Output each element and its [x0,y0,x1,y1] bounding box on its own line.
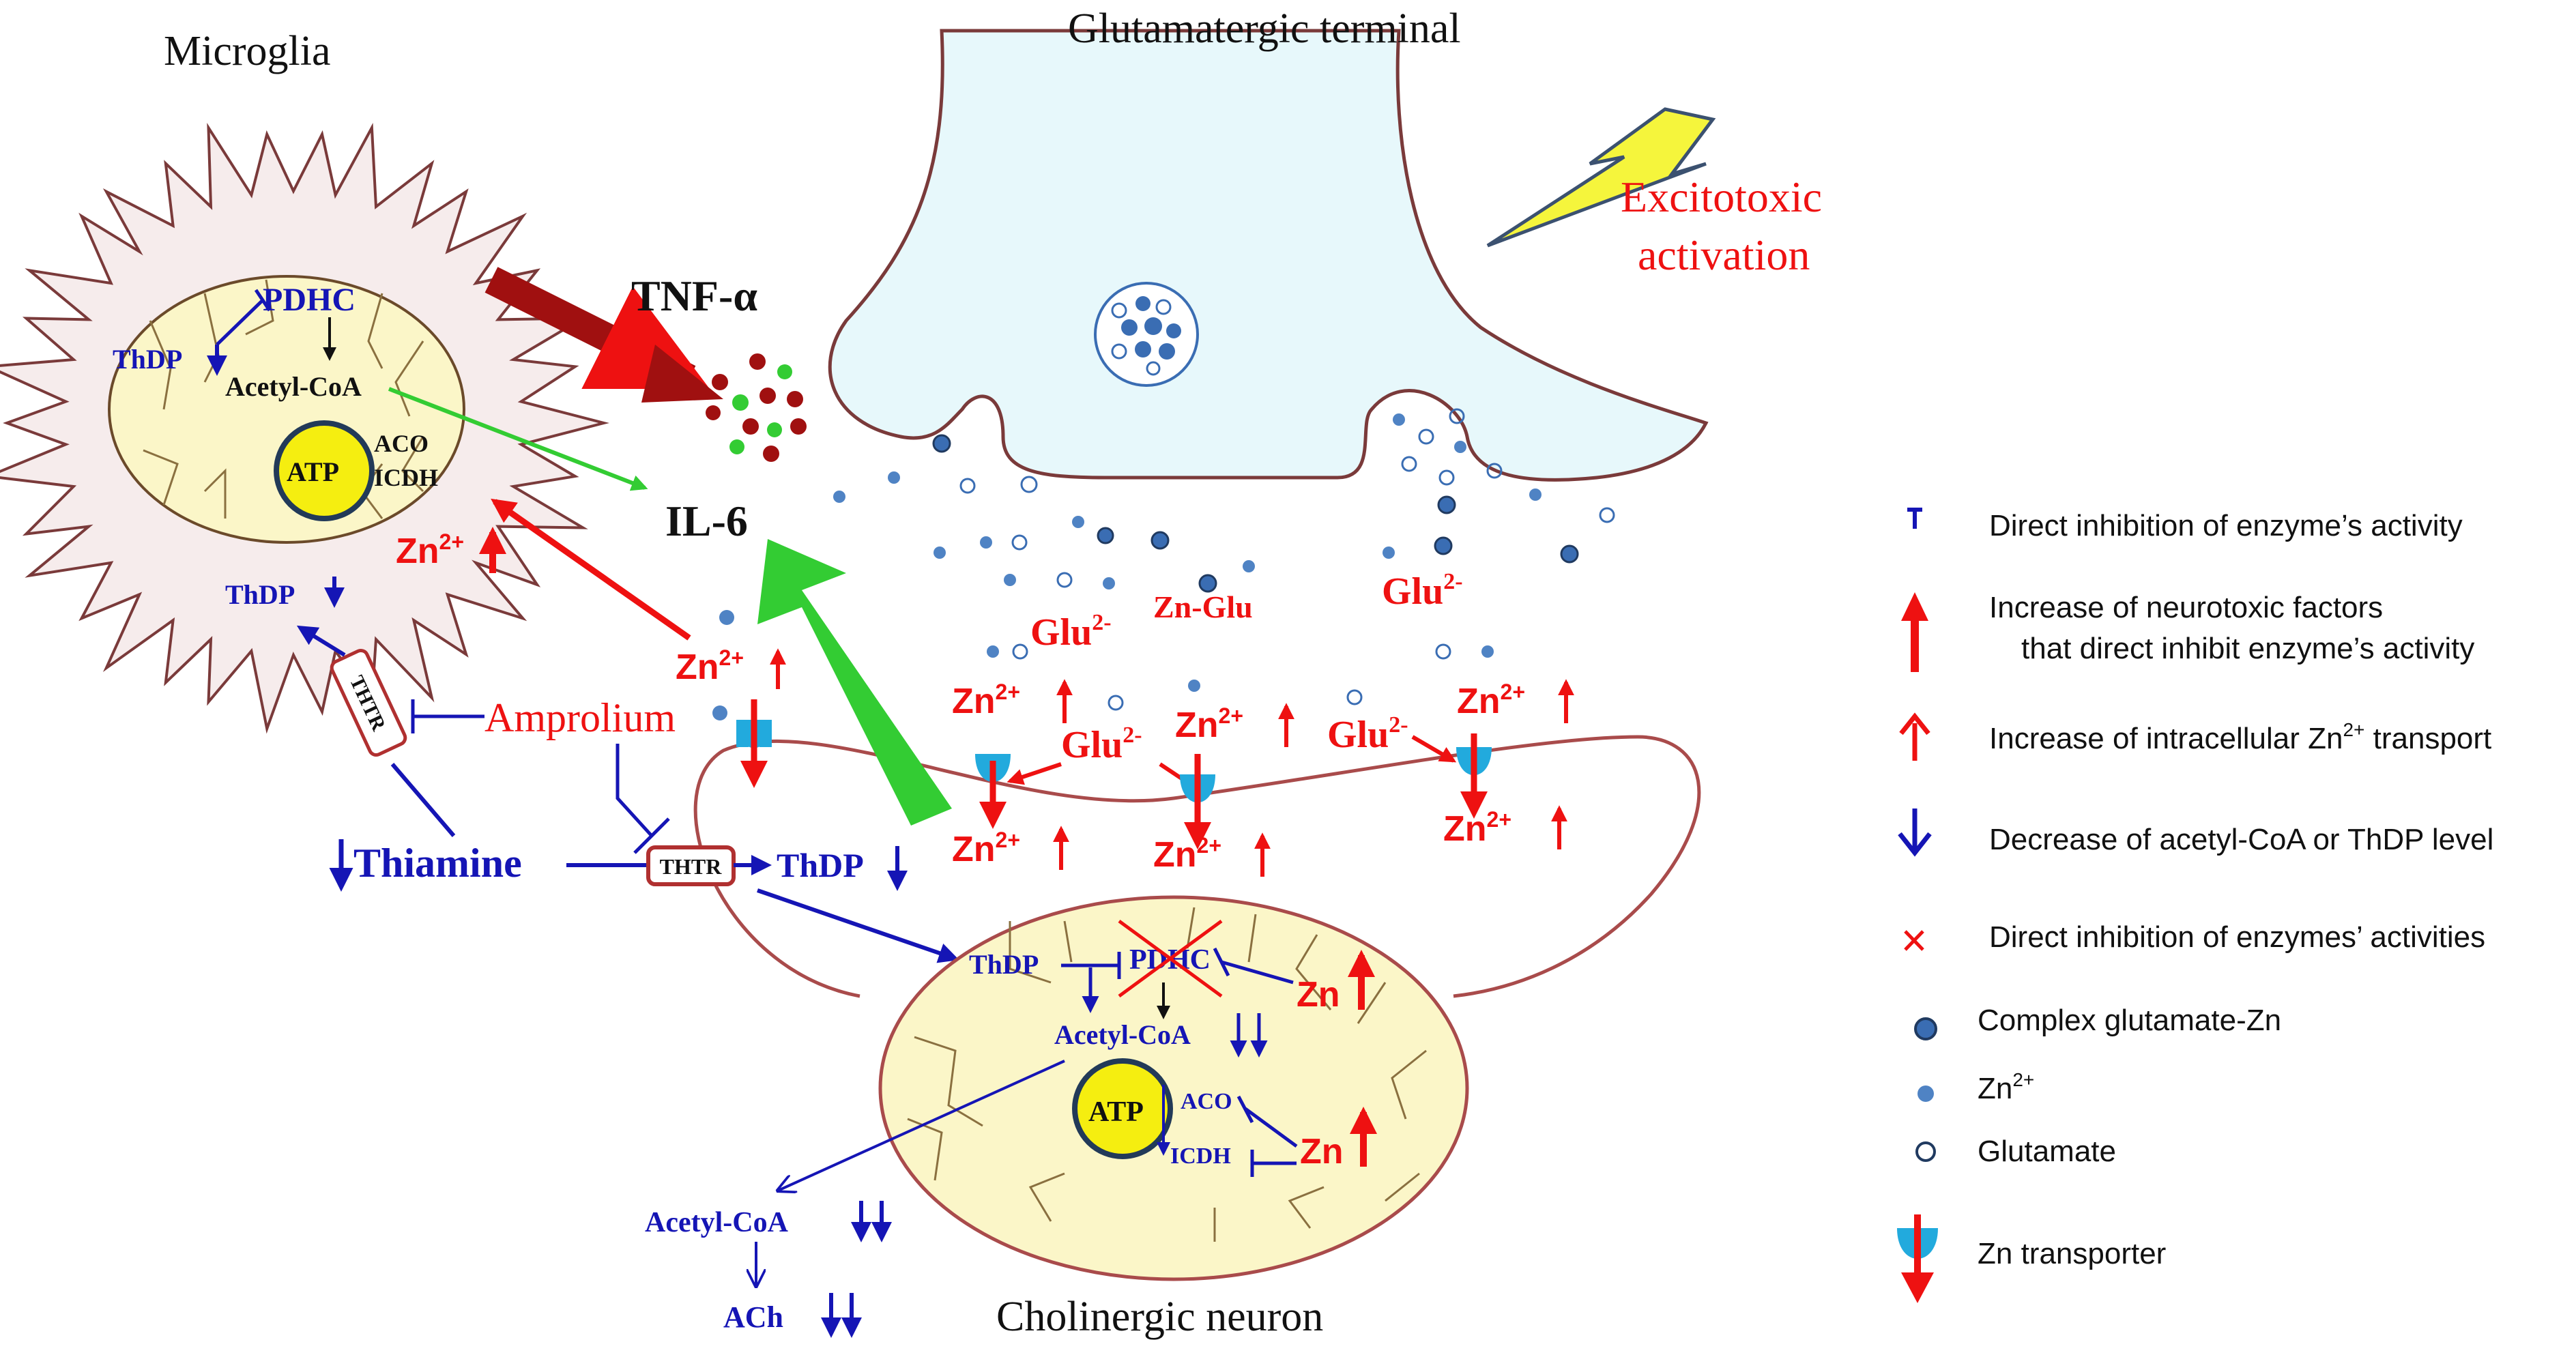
neuron-zn-bottom-label: Zn [1300,1132,1344,1171]
neuron-acetyl-coa-out-label: Acetyl-CoA [645,1207,789,1238]
terminal-membrane [828,29,1709,482]
thiamine-to-microglia-thtr [390,763,456,837]
legend-text-9: Zn transporter [1978,1237,2166,1270]
legend-text-2b: that direct inhibit enzyme’s activity [2021,632,2474,665]
cytokine-dots [706,353,807,462]
activation-label: activation [1638,231,1810,279]
red-cross-icon [1904,930,1924,951]
microglia-aco-label: ACO [374,430,429,457]
thtr-to-thdp-arrow [296,625,346,657]
thiamine-label: Thiamine [353,841,522,886]
legend-text-2: Increase of neurotoxic factors [1989,591,2383,624]
cholinergic-neuron-title: Cholinergic neuron [996,1294,1323,1340]
neuron-aco-label: ACO [1181,1089,1232,1114]
legend-text-5: Direct inhibition of enzymes’ activities [1989,920,2485,954]
microglia-atp-label: ATP [287,456,339,487]
glu-to-transporter-1 [1007,762,1062,785]
neuron-cyto-thdp-label: ThDP [777,846,864,884]
excitotoxic-label: Excitotoxic [1621,173,1822,221]
microglia-thdp-cyto-label: ThDP [225,579,295,610]
glutamatergic-terminal-title: Glutamatergic terminal [1068,5,1461,52]
neuron-icdh-label: ICDH [1170,1143,1231,1169]
inhibition-t-icon [1907,508,1922,529]
amprolium-inhibits-neuron-thtr [616,744,670,854]
zn-in-label-2: Zn2+ [1153,833,1221,875]
microglia-cell: PDHC ThDP Acetyl-CoA ATP ACO ICDH Zn2+ T… [0,122,609,757]
neuron-atp-label: ATP [1088,1096,1144,1128]
zn-dot [719,610,734,625]
neuron-mitochondrion: ThDP PDHC Zn Acetyl-CoA ATP ACO ICDH Zn [878,895,1469,1281]
open-circle-icon [1915,1141,1936,1162]
amprolium-inhibits-microglia-thtr [411,699,484,733]
glu-label-right: Glu2- [1382,569,1463,613]
zn-to-microglia-label: Zn2+ [676,645,744,687]
zn-label-2: Zn2+ [1175,703,1243,745]
glu-label-left: Glu2- [1030,610,1112,654]
synaptic-vesicle [1094,282,1199,387]
neuron-zn-top-label: Zn [1297,975,1340,1015]
vesicle-contents [1111,296,1181,376]
zn-inhibits-aco [1236,1095,1298,1148]
zn-transporter-icon [1897,1214,1938,1303]
glu-to-transporter-3 [1411,735,1457,763]
zn-glu-label: Zn-Glu [1153,589,1253,624]
microglia-thdp-label: ThDP [113,344,182,375]
microglia-acetyl-coa-label: Acetyl-CoA [225,371,362,402]
neuron-thdp-pdhc-inhibition [1061,952,1121,979]
microglia-mitochondrion [108,275,465,544]
microglia-icdh-label: ICDH [374,464,438,491]
amprolium-label: Amprolium [484,695,676,740]
cleft-particles [833,408,1615,711]
acetyl-coa-export-arrow [778,1060,1065,1191]
legend-text-1: Direct inhibition of enzyme’s activity [1989,509,2463,542]
zn-in-label-1: Zn2+ [952,828,1020,869]
tnf-alpha-label: TNF-α [631,272,757,320]
legend-text-4: Decrease of acetyl-CoA or ThDP level [1989,823,2493,856]
tnf-arrow-head [641,345,723,403]
microglia-thtr-transporter: THTR [330,648,407,757]
zn-label-1: Zn2+ [952,680,1020,721]
zn-in-label-3: Zn2+ [1443,807,1511,849]
thdp-pdhc-inhibition [216,289,272,346]
cholinergic-neuron-membrane [693,735,1701,998]
zn-inhibits-pdhc [1213,947,1294,985]
legend-text-8: Glutamate [1978,1135,2116,1168]
microglia-pdhc-label: PDHC [263,282,356,318]
neuron-thtr-transporter: THTR [646,845,736,886]
svg-text:THTR: THTR [660,854,723,879]
microglia-zn-label: Zn2+ [396,529,464,571]
thdp-to-mitochondrion-arrow [757,888,959,963]
legend-text-7: Zn2+ [1978,1069,2034,1105]
zn-to-microglia-arrow [491,498,691,641]
microglia-title: Microglia [164,28,331,74]
ach-label: ACh [723,1300,783,1334]
zn-label-3: Zn2+ [1457,680,1525,721]
blue-dot-icon [1917,1086,1934,1102]
zn-inhibits-icdh [1250,1150,1297,1177]
zn-dot [712,705,727,720]
glu-label-far: Glu2- [1327,712,1408,756]
il6-label: IL-6 [665,497,748,545]
zn-transporters [736,699,1492,849]
il6-green-arrow [388,387,648,491]
lightning-icon [1486,107,1716,248]
neuron-atp-circle [1072,1058,1173,1159]
legend: Direct inhibition of enzyme’s activity I… [1897,508,2493,1303]
glu-label-mid: Glu2- [1061,723,1142,766]
atp-circle [274,420,375,521]
neuron-thdp-label: ThDP [969,949,1039,980]
dark-blue-circle-icon [1914,1017,1937,1040]
legend-text-3: Increase of intracellular Zn2+ transport [1989,719,2491,755]
pdhc-red-cross-icon [1118,919,1223,998]
neuron-acetyl-coa-label: Acetyl-CoA [1054,1019,1191,1050]
legend-text-6: Complex glutamate-Zn [1978,1004,2281,1037]
glutamatergic-terminal [828,29,1716,482]
neuron-to-il6-green-arrow [757,539,952,826]
